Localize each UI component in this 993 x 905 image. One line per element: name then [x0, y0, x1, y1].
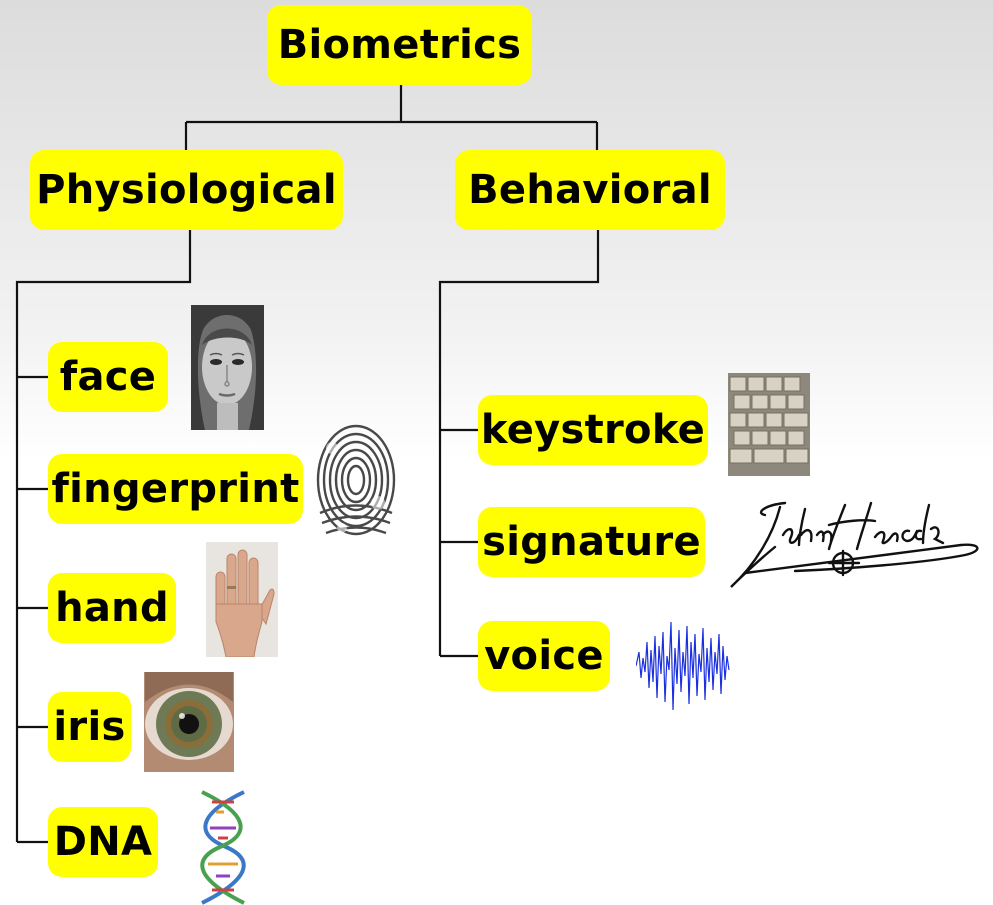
leaf-node-iris: iris: [48, 692, 131, 762]
face-photo-icon: [191, 305, 264, 430]
dna-helix-icon: [186, 790, 261, 905]
signature-image-icon: [725, 495, 985, 595]
root-node-biometrics: Biometrics: [267, 5, 532, 85]
category-node-behavioral: Behavioral: [455, 150, 725, 230]
hand-photo-icon: [206, 542, 278, 657]
leaf-node-dna: DNA: [48, 807, 158, 877]
leaf-node-keystroke: keystroke: [478, 395, 708, 465]
connector-behavioral-trunk: [438, 228, 600, 656]
iris-photo-icon: [144, 672, 234, 772]
leaf-node-fingerprint: fingerprint: [48, 454, 303, 524]
leaf-node-signature: signature: [478, 507, 705, 577]
leaf-node-voice: voice: [478, 621, 610, 691]
category-node-physiological: Physiological: [30, 150, 343, 230]
connector-root-to-categories: [184, 82, 599, 150]
keyboard-photo-icon: [728, 373, 810, 476]
leaf-node-hand: hand: [48, 573, 176, 643]
voice-waveform-icon: [636, 612, 730, 716]
leaf-node-face: face: [48, 342, 168, 412]
connector-physiological-trunk: [15, 228, 192, 842]
fingerprint-image-icon: [312, 418, 400, 548]
